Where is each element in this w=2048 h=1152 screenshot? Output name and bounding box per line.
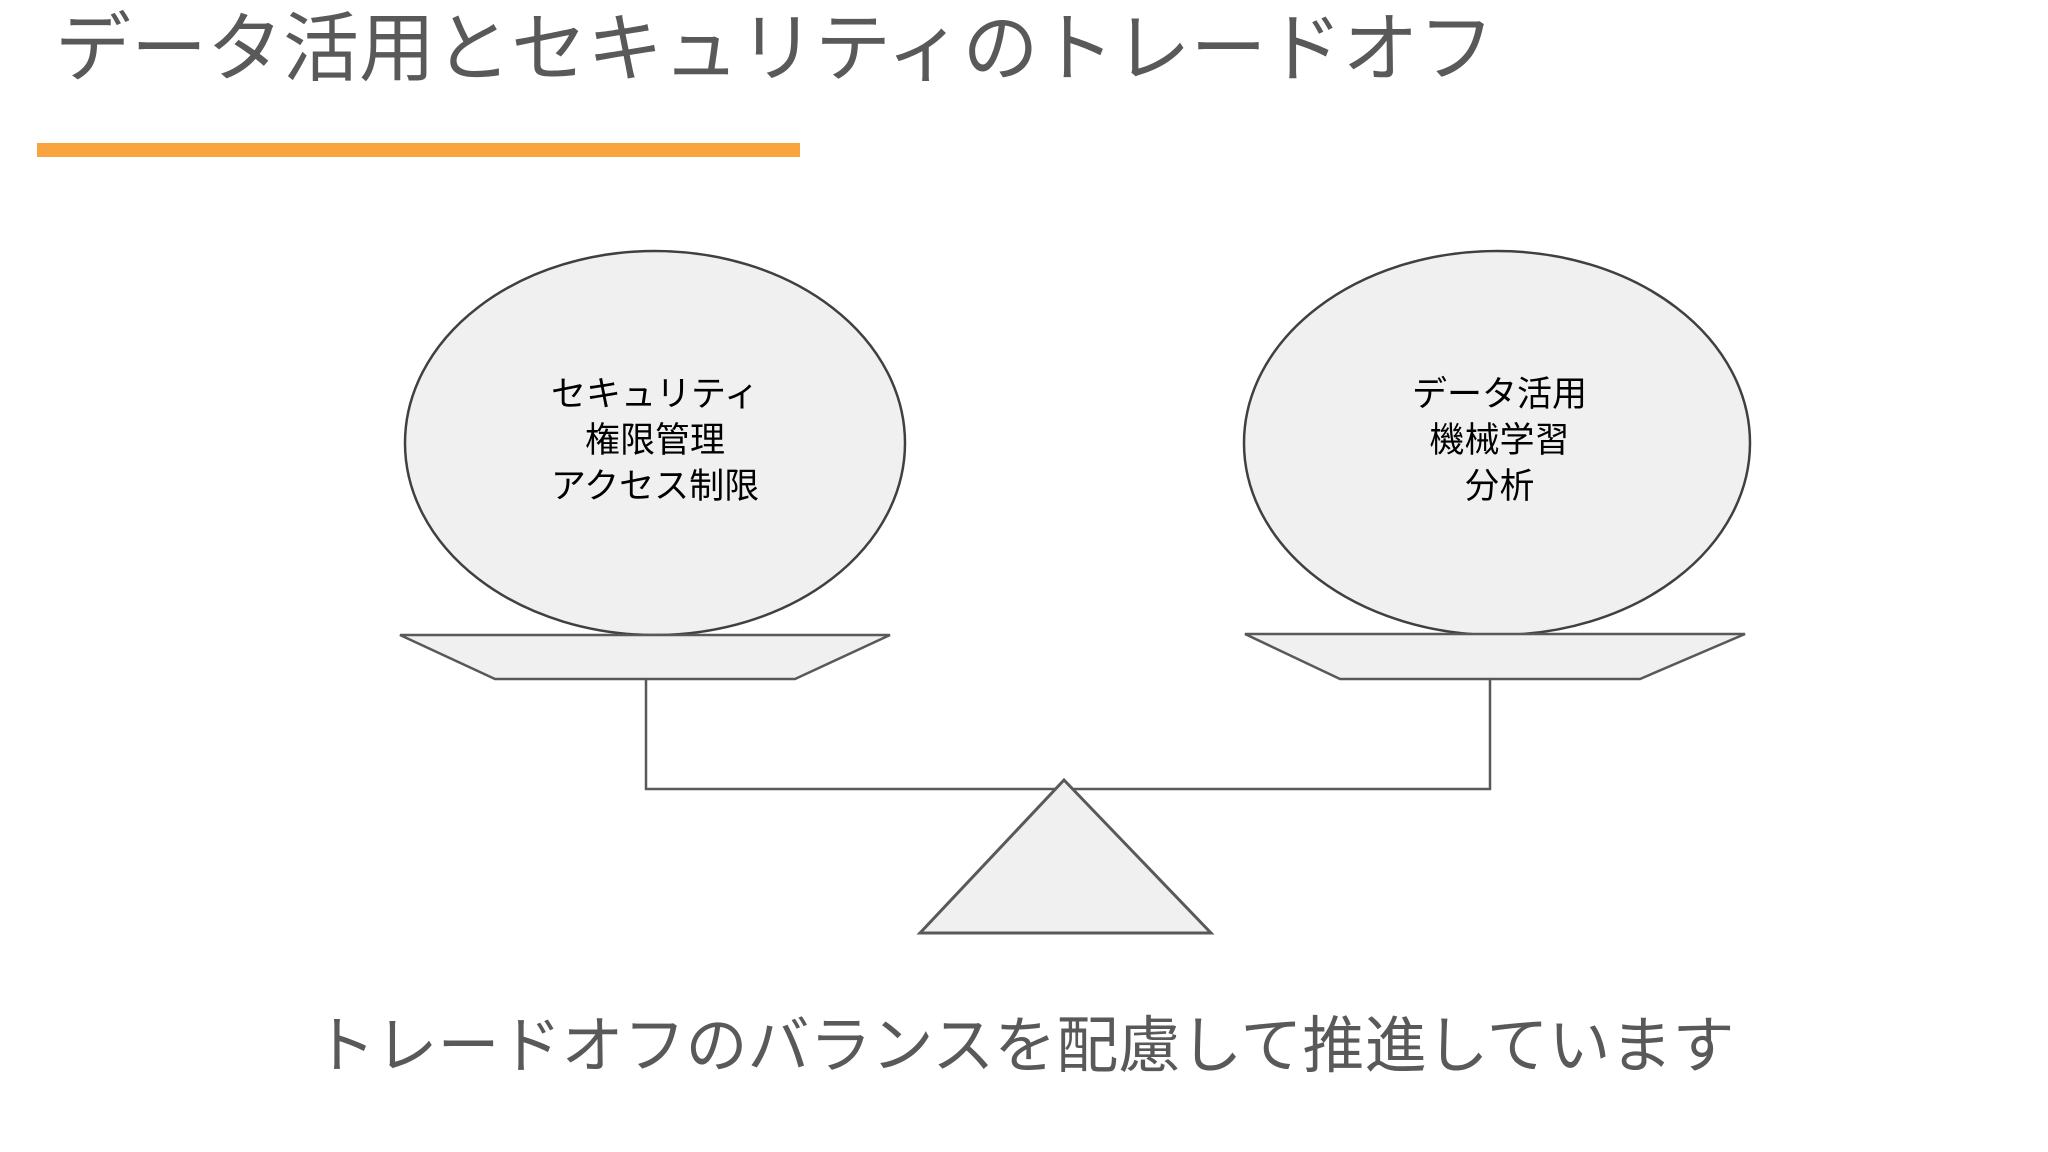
page-title: データ活用とセキュリティのトレードオフ: [55, 7, 1495, 92]
left-ellipse-line-2: 権限管理: [584, 421, 725, 461]
right-ellipse-line-2: 機械学習: [1429, 421, 1570, 461]
left-ellipse-line-1: セキュリティ: [551, 375, 759, 414]
left-ellipse-line-3: アクセス制限: [550, 467, 760, 507]
slide-caption: トレードオフのバランスを配慮して推進しています: [313, 1012, 1735, 1081]
right-pan-shape: [1244, 632, 1746, 681]
right-ellipse-line-3: 分析: [1464, 467, 1535, 507]
fulcrum-triangle: [916, 777, 1215, 935]
right-ellipse-line-1: データ活用: [1411, 375, 1587, 414]
left-pan-shape: [399, 633, 891, 681]
title-underline-accent: [37, 143, 800, 157]
right-ellipse-label: データ活用 機械学習 分析: [1247, 372, 1752, 511]
left-ellipse-label: セキュリティ 権限管理 アクセス制限: [405, 372, 905, 511]
